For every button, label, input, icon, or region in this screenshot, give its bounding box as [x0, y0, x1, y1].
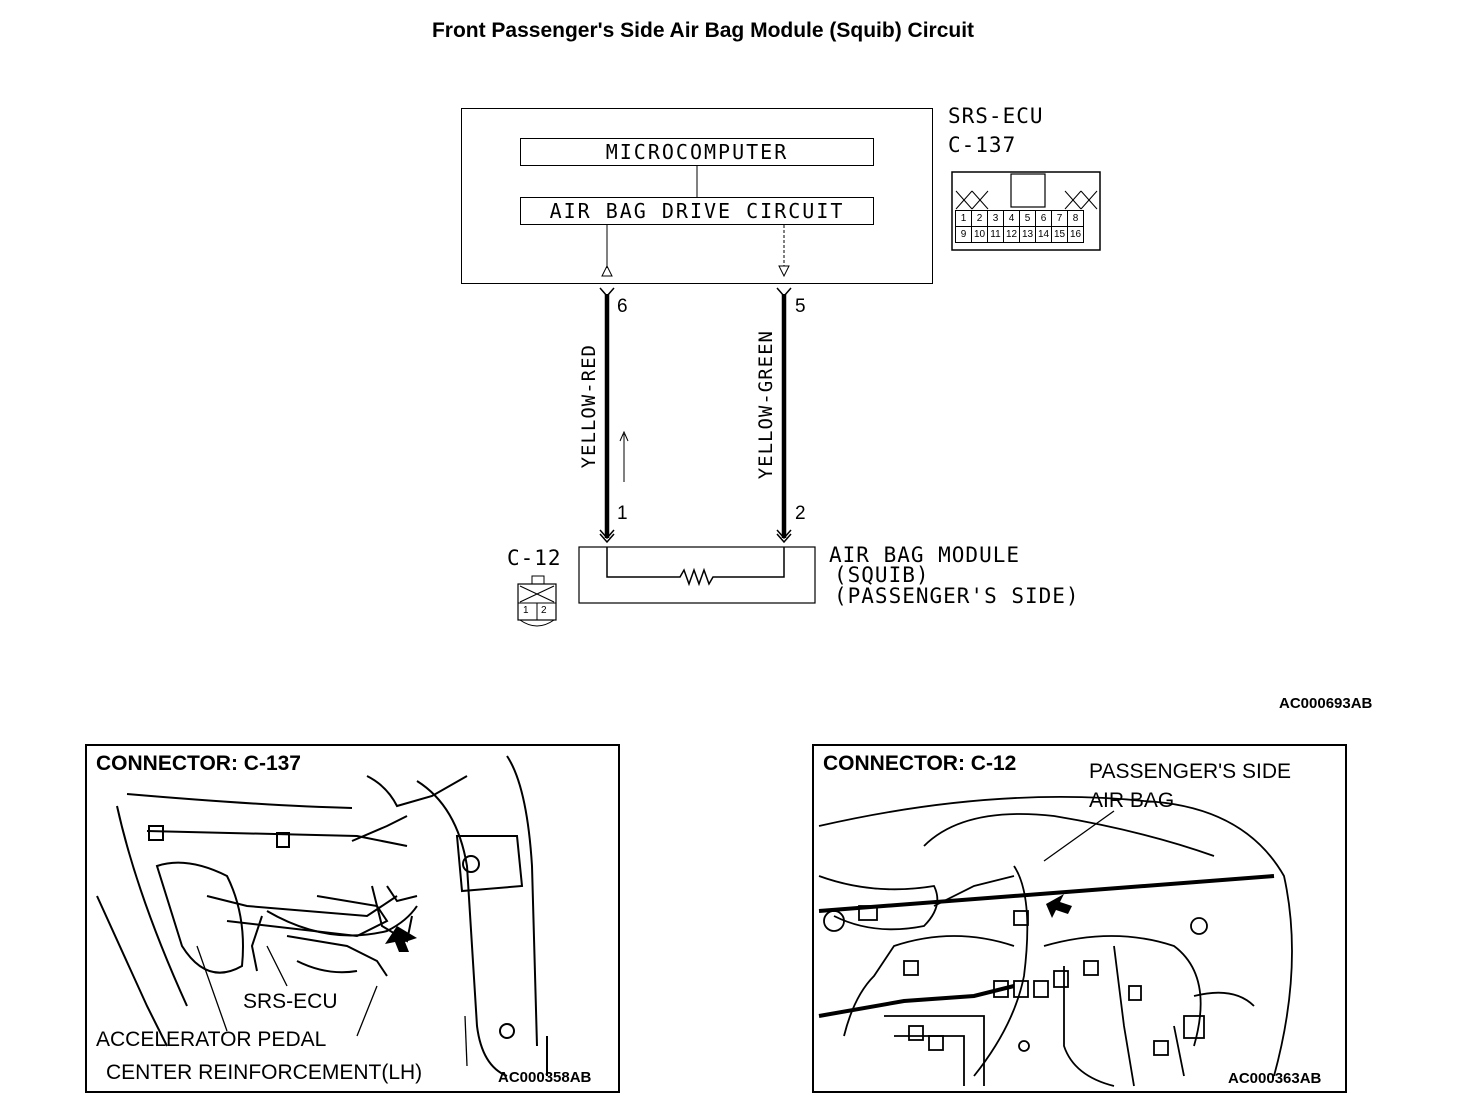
panel-c12-label-line1: PASSENGER'S SIDE: [1089, 760, 1292, 783]
module-pin-1: 1: [617, 503, 628, 524]
wire-label-yellow-red: YELLOW-RED: [578, 344, 600, 469]
c12-pin-2: 2: [541, 605, 547, 616]
c137-pin-cell: 11: [987, 226, 1004, 243]
panel-c12-code: AC000363AB: [1228, 1070, 1322, 1087]
panel-c137-code: AC000358AB: [498, 1069, 592, 1086]
module-label-line3: (PASSENGER'S SIDE): [834, 584, 1080, 608]
connector-c137-panel: CONNECTOR: C-137 SRS-ECU ACCELERATOR PED…: [85, 744, 620, 1093]
panel-c137-label-accelerator: ACCELERATOR PEDAL: [96, 1028, 327, 1051]
c12-connector-face: [517, 575, 557, 627]
ecu-name-label: SRS-ECU: [948, 104, 1044, 128]
module-connector-label: C-12: [507, 546, 562, 570]
c137-pin-cell: 16: [1067, 226, 1084, 243]
diagram-code: AC000693AB: [1279, 695, 1373, 712]
air-bag-drive-circuit-block: AIR BAG DRIVE CIRCUIT: [520, 197, 874, 225]
connector-c12-panel: CONNECTOR: C-12 PASSENGER'S SIDE AIR BAG…: [812, 744, 1347, 1093]
ecu-pin-6: 6: [617, 296, 628, 317]
panel-c137-title: CONNECTOR: C-137: [96, 752, 301, 775]
ecu-connector-label: C-137: [948, 133, 1017, 157]
c12-location-illustration: [818, 796, 1293, 1087]
page-title: Front Passenger's Side Air Bag Module (S…: [431, 19, 975, 42]
c12-pin-1: 1: [523, 605, 529, 616]
module-pin-2: 2: [795, 503, 806, 524]
wire-label-yellow-green: YELLOW-GREEN: [755, 330, 777, 480]
panel-c12-title: CONNECTOR: C-12: [823, 752, 1017, 775]
ecu-pin-5: 5: [795, 296, 806, 317]
panel-c137-label-reinforcement: CENTER REINFORCEMENT(LH): [106, 1061, 423, 1084]
panel-c12-label-line2: AIR BAG: [1089, 789, 1175, 812]
module-label-line2: (SQUIB): [834, 563, 930, 587]
c137-location-illustration: [96, 755, 548, 1077]
panel-c137-label-srs-ecu: SRS-ECU: [243, 990, 338, 1013]
srs-ecu-box: [461, 108, 933, 284]
module-label-line1: AIR BAG MODULE: [829, 543, 1021, 567]
